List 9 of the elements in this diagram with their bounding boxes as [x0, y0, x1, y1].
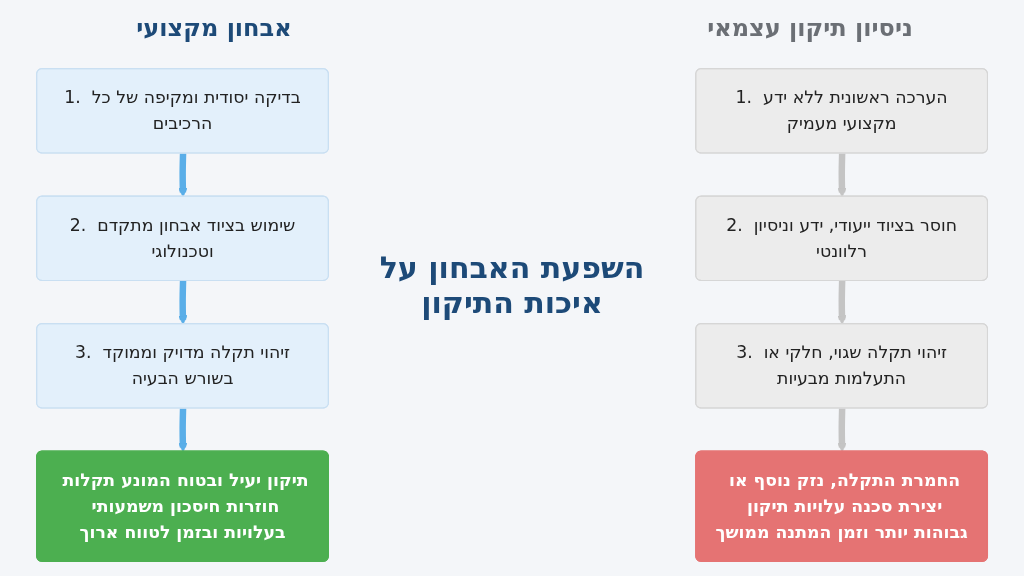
arrow: [837, 280, 847, 325]
arrow: [178, 153, 188, 198]
arrow: [178, 280, 188, 325]
column-heading: אבחון מקצועי: [135, 14, 293, 42]
arrow: [178, 408, 188, 453]
diagram-title: השפעת האבחון על איכות התיקון: [378, 250, 646, 320]
arrow: [837, 408, 847, 453]
arrow: [837, 153, 847, 198]
column-heading: ניסיון תיקון עצמאי: [706, 14, 914, 42]
